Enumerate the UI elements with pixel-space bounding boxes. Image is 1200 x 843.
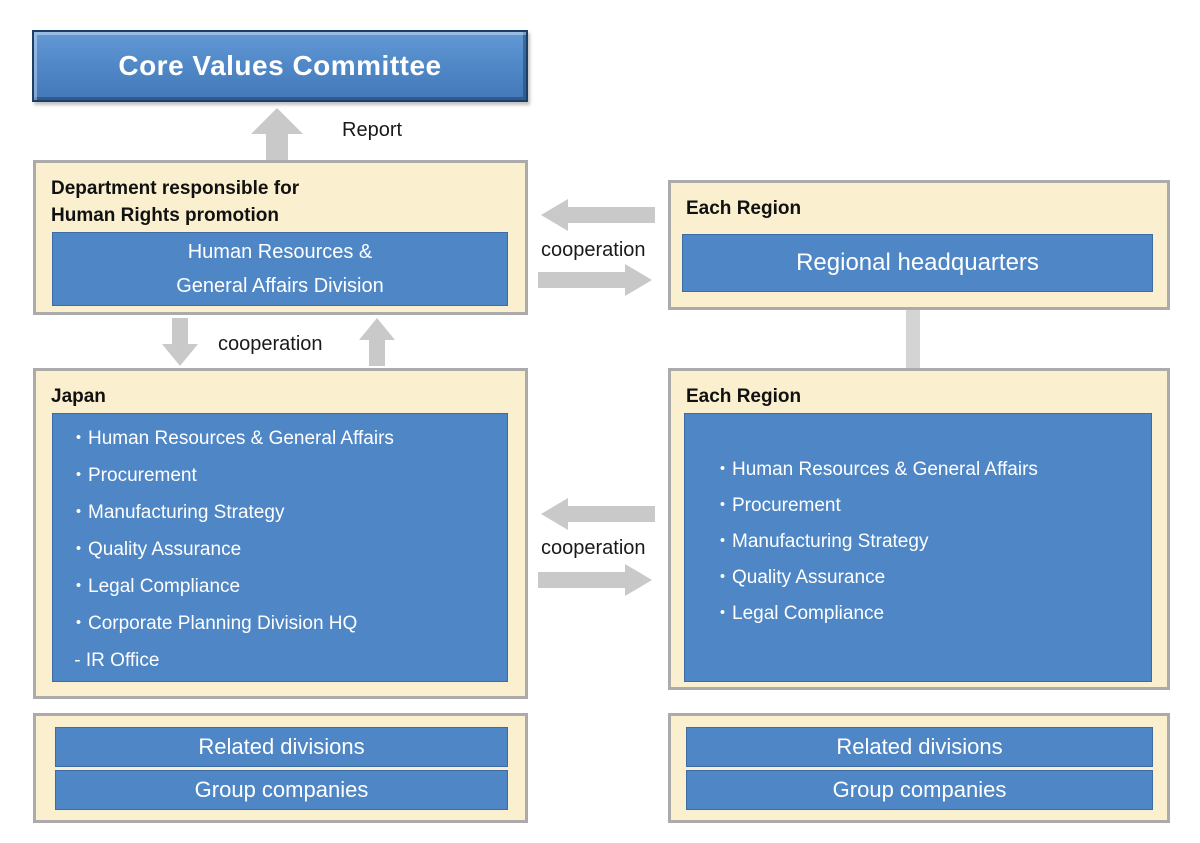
list-item: ・Procurement (69, 465, 197, 486)
cooperation-label-top: cooperation (541, 239, 646, 261)
cooperation-arrow-down-icon (162, 318, 198, 366)
list-item: - IR Office (69, 650, 160, 671)
arrow-head (162, 344, 198, 366)
hr-ga-division-box: Human Resources & General Affairs Divisi… (52, 232, 508, 306)
cooperation-arrow-left-mid-icon (541, 498, 655, 530)
core-values-committee-box: Core Values Committee (32, 30, 528, 102)
related-divisions-bar-right: Related divisions (686, 727, 1153, 767)
arrow-stem (172, 318, 188, 344)
core-values-committee-label: Core Values Committee (118, 50, 442, 81)
list-item: ・Corporate Planning Division HQ (69, 613, 358, 634)
list-item: ・Quality Assurance (713, 567, 886, 588)
cooperation-arrow-left-icon (541, 199, 655, 231)
list-item: ・Legal Compliance (69, 576, 241, 597)
arrow-head (541, 199, 568, 231)
cooperation-label-vertical: cooperation (218, 333, 323, 355)
list-item: ・Legal Compliance (713, 603, 885, 624)
cooperation-label-mid: cooperation (541, 537, 646, 559)
arrow-head (359, 318, 395, 340)
list-item: ・Human Resources & General Affairs (69, 428, 394, 449)
group-companies-bar-right: Group companies (686, 770, 1153, 810)
report-label: Report (342, 119, 403, 141)
arrow-stem (369, 340, 385, 366)
regional-headquarters-box: Regional headquarters (682, 234, 1153, 292)
japan-divisions-box: ・Human Resources & General Affairs ・Procu… (52, 413, 508, 682)
cooperation-arrow-right-icon (538, 264, 652, 296)
each-region-panel-title: Each Region (686, 386, 802, 407)
related-divisions-bar-left: Related divisions (55, 727, 508, 767)
list-item: ・Procurement (713, 495, 841, 516)
department-panel-title: Department responsible for Human Rights … (51, 178, 300, 226)
cooperation-arrow-up-icon (359, 318, 395, 366)
arrow-head (625, 564, 652, 596)
report-arrow-up-icon (251, 108, 303, 160)
arrow-stem (538, 572, 625, 588)
each-region-hq-title: Each Region (686, 198, 802, 219)
arrow-head (541, 498, 568, 530)
cooperation-arrow-right-mid-icon (538, 564, 652, 596)
list-item: ・Manufacturing Strategy (713, 531, 929, 552)
region-divisions-box: ・Human Resources & General Affairs ・Procu… (684, 413, 1152, 682)
group-companies-bar-left: Group companies (55, 770, 508, 810)
arrow-head (251, 108, 303, 134)
arrow-stem (568, 207, 655, 223)
vertical-connector (906, 310, 920, 370)
list-item: ・Quality Assurance (69, 539, 242, 560)
arrow-stem (266, 134, 288, 160)
list-item: ・Human Resources & General Affairs (713, 459, 1038, 480)
arrow-stem (568, 506, 655, 522)
japan-panel-title: Japan (51, 386, 106, 407)
arrow-stem (538, 272, 625, 288)
list-item: ・Manufacturing Strategy (69, 502, 285, 523)
arrow-head (625, 264, 652, 296)
